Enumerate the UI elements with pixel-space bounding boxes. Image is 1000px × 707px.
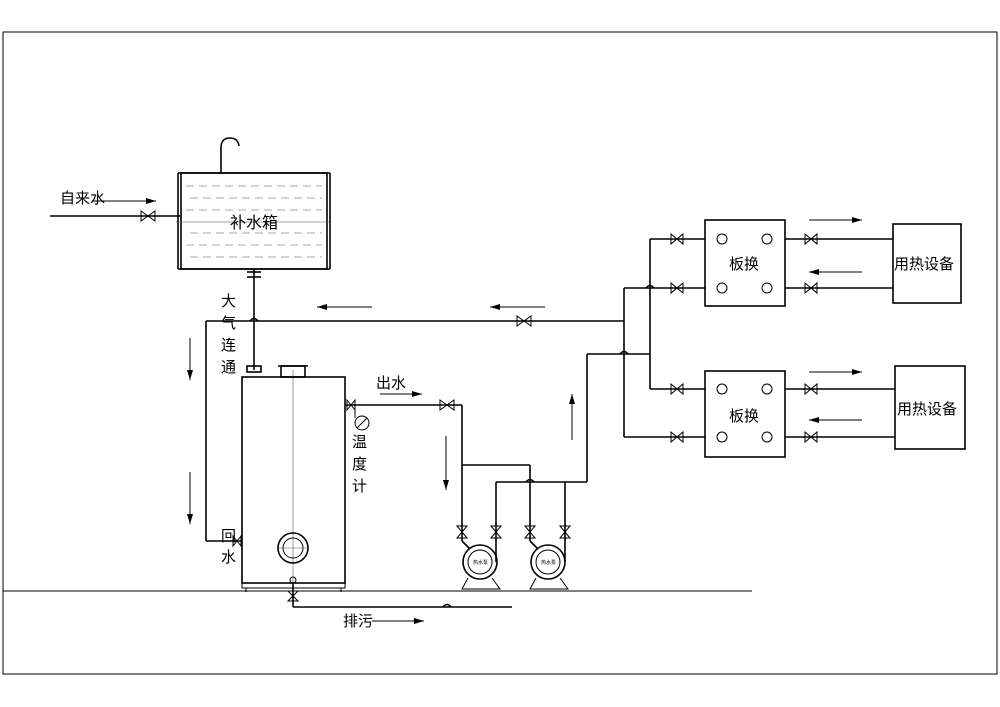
- heat-exchanger-2-label: 板换: [729, 407, 759, 425]
- drawing-border: [2, 31, 998, 675]
- svg-text:水: 水: [221, 548, 236, 566]
- svg-text:气: 气: [221, 314, 236, 332]
- svg-text:通: 通: [221, 358, 236, 376]
- makeup-tank-label: 补水箱: [230, 213, 278, 232]
- heat-equipment-1-label: 用热设备: [894, 255, 954, 273]
- plate-heat-exchanger-2: [704, 370, 786, 458]
- svg-text:热水泵: 热水泵: [473, 559, 488, 566]
- hot-water-pump-1: 热水泵: [461, 540, 501, 590]
- thermometer-label: 温 度 计: [352, 433, 367, 495]
- svg-text:度: 度: [352, 455, 367, 473]
- heat-equipment-2-label: 用热设备: [897, 400, 957, 418]
- svg-text:计: 计: [352, 477, 367, 495]
- makeup-water-tank: [176, 137, 331, 270]
- thermometer-gauge: [354, 405, 370, 431]
- tap-water-label: 自来水: [60, 189, 105, 207]
- svg-text:热水泵: 热水泵: [541, 559, 556, 566]
- outlet-water-label: 出水: [376, 374, 406, 392]
- svg-text:温: 温: [352, 433, 367, 451]
- outlet-valve: [439, 399, 455, 411]
- tap-water-valve: [140, 210, 156, 222]
- drain-label: 排污: [343, 612, 373, 630]
- return-valve: [232, 534, 242, 548]
- return-main-valve: [516, 315, 532, 327]
- heat-equipment-2: [894, 365, 966, 450]
- heat-equipment-1: [892, 223, 962, 304]
- hot-water-pump-2: 热水泵: [529, 540, 569, 590]
- svg-text:回: 回: [221, 527, 236, 545]
- plate-heat-exchanger-1: [704, 219, 786, 307]
- heat-exchanger-1-label: 板换: [729, 255, 759, 273]
- return-water-label: 回 水: [221, 527, 236, 566]
- atmos-vent-label: 大 气 连 通: [221, 292, 236, 376]
- hot-water-boiler: [241, 365, 346, 592]
- svg-text:连: 连: [221, 336, 236, 354]
- svg-text:大: 大: [221, 292, 236, 310]
